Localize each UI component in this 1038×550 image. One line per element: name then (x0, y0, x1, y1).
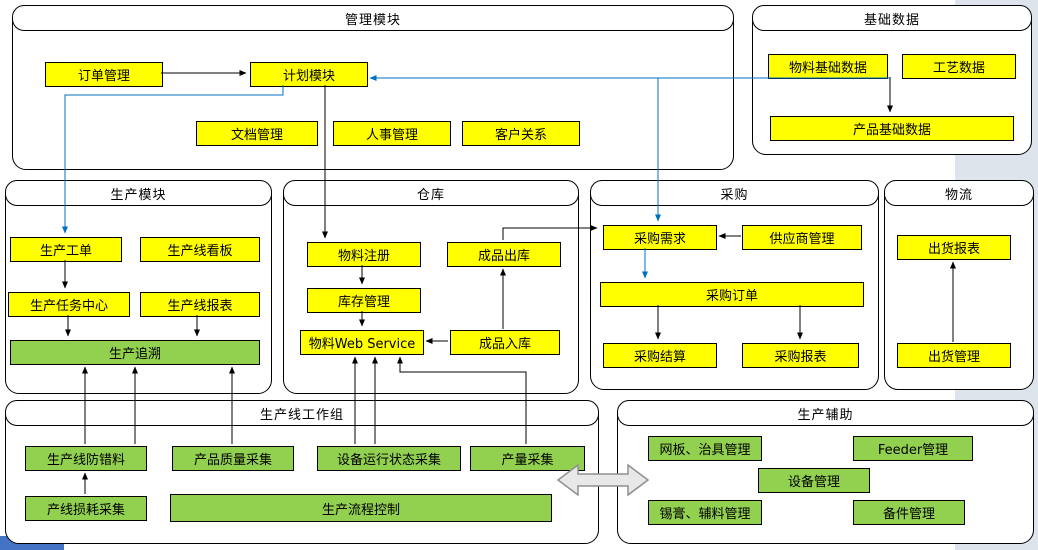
node-quality-collection: 产品质量采集 (172, 446, 294, 471)
container-line-group: 生产线工作组 (5, 400, 599, 544)
node-line-loss-collection: 产线损耗采集 (25, 496, 147, 521)
node-finished-goods-in: 成品入库 (450, 330, 560, 355)
container-purchase-title: 采购 (590, 180, 879, 206)
container-logistics-title: 物流 (884, 180, 1034, 206)
node-purchase-order: 采购订单 (600, 282, 864, 307)
node-stencil-fixture-management: 网板、治具管理 (648, 436, 762, 461)
node-shipping-report: 出货报表 (897, 235, 1011, 260)
node-supplier-management: 供应商管理 (742, 225, 862, 250)
container-management-title: 管理模块 (12, 5, 734, 31)
container-line-group-title: 生产线工作组 (5, 400, 599, 426)
container-basic-data-title: 基础数据 (752, 5, 1032, 31)
node-output-collection: 产量采集 (470, 446, 585, 471)
node-task-center: 生产任务中心 (8, 292, 130, 317)
container-auxiliary-title: 生产辅助 (617, 400, 1034, 426)
node-finished-goods-out: 成品出库 (447, 242, 561, 267)
node-shipping-management: 出货管理 (897, 343, 1011, 368)
node-process-control: 生产流程控制 (170, 494, 552, 522)
node-equipment-management: 设备管理 (758, 468, 870, 493)
node-purchase-report: 采购报表 (742, 343, 859, 368)
node-material-web-service: 物料Web Service (300, 330, 424, 355)
node-feeder-management: Feeder管理 (853, 436, 973, 461)
node-line-error-proofing: 生产线防错料 (25, 446, 147, 471)
node-material-base-data: 物料基础数据 (768, 54, 888, 79)
container-warehouse-title: 仓库 (283, 180, 579, 206)
container-production-title: 生产模块 (5, 180, 272, 206)
node-solder-paste-management: 锡膏、辅料管理 (648, 500, 762, 525)
node-spare-parts-management: 备件管理 (853, 500, 965, 525)
node-purchase-demand: 采购需求 (603, 225, 717, 250)
node-production-work-order: 生产工单 (10, 237, 122, 262)
node-production-trace: 生产追溯 (10, 340, 260, 365)
node-purchase-settlement: 采购结算 (603, 343, 717, 368)
node-line-kanban: 生产线看板 (140, 237, 260, 262)
node-line-report: 生产线报表 (140, 292, 260, 317)
node-equipment-status-collection: 设备运行状态采集 (317, 446, 461, 471)
node-customer-relations: 客户关系 (462, 121, 580, 146)
node-hr-management: 人事管理 (333, 121, 451, 146)
node-product-base-data: 产品基础数据 (770, 116, 1014, 141)
node-document-management: 文档管理 (196, 121, 318, 146)
node-plan-module: 计划模块 (250, 62, 368, 87)
node-inventory-management: 库存管理 (307, 288, 421, 313)
node-order-management: 订单管理 (45, 62, 163, 87)
node-process-data: 工艺数据 (902, 54, 1016, 79)
node-material-registration: 物料注册 (307, 242, 421, 267)
container-warehouse: 仓库 (283, 180, 579, 394)
